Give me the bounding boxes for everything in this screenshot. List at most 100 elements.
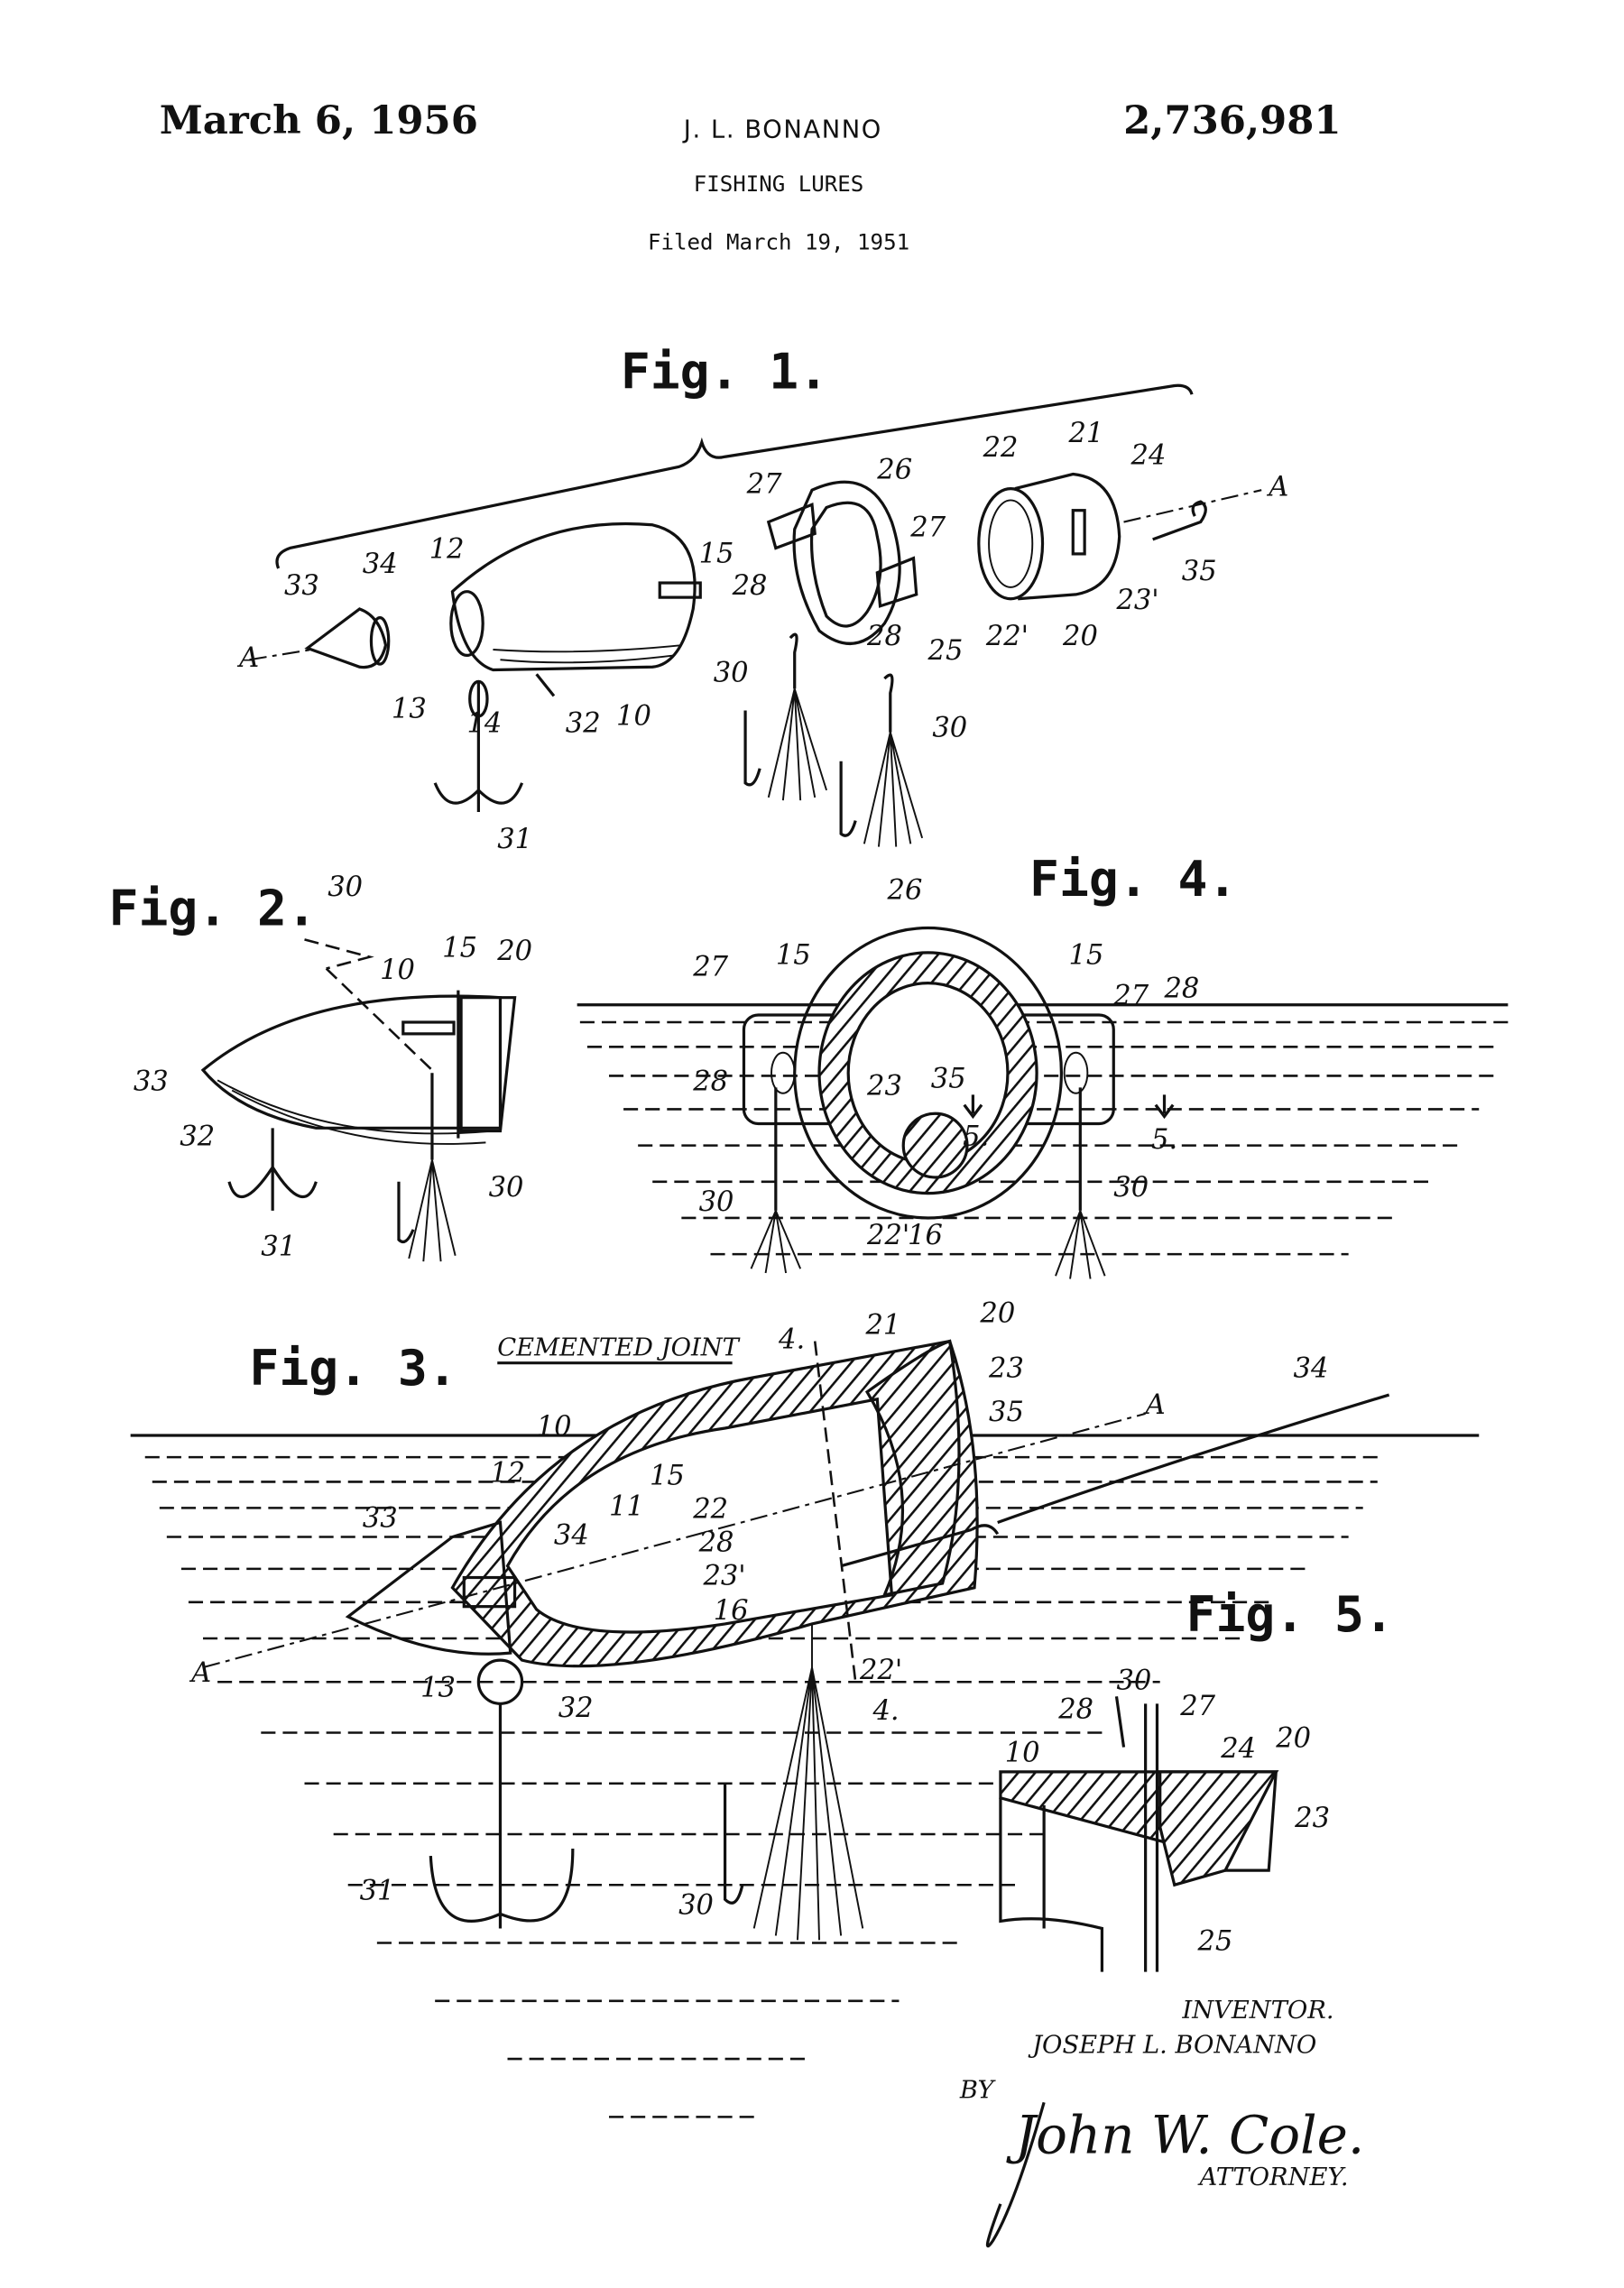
pin-32 — [535, 673, 556, 697]
fig1-reference-label: 14 — [467, 708, 503, 740]
fig3-reference-label: 34 — [554, 1520, 589, 1552]
section-line-4 — [813, 1341, 857, 1683]
fig5-reference-label: 27 — [1179, 1691, 1215, 1722]
fig3-reference-label: A — [189, 1657, 211, 1689]
axis-line-a — [202, 1412, 1146, 1669]
fig4-reference-label: 22' — [866, 1220, 909, 1251]
fishing-line-34 — [997, 1393, 1390, 1524]
water-lines — [577, 1003, 1509, 1256]
screw-eye-35 — [840, 1524, 1000, 1568]
attorney-signature: John W. Cole. — [1006, 2105, 1364, 2166]
fig3-reference-label: 31 — [360, 1875, 395, 1906]
fly-30-a — [743, 632, 798, 787]
section-arrow-5-right — [1154, 1094, 1175, 1120]
fig1-reference-label: 34 — [363, 549, 398, 580]
fig2-reference-label: 20 — [496, 936, 532, 967]
fly-tail-b — [863, 732, 924, 847]
fig2-reference-label: 30 — [489, 1172, 524, 1204]
nose-cone-33 — [304, 607, 388, 669]
treble-hook-31 — [429, 1703, 575, 1929]
fig1-reference-label: 12 — [429, 534, 465, 566]
eyelet-28-right — [1063, 1051, 1089, 1094]
fig3-reference-label: 21 — [864, 1310, 900, 1342]
fig4-reference-label: 35 — [931, 1063, 966, 1094]
inventor-name: JOSEPH L. BONANNO — [1028, 2032, 1316, 2060]
signature-flourish — [985, 2101, 1046, 2247]
fig3-reference-label: 16 — [714, 1595, 749, 1627]
fly-wire-30 — [1114, 1696, 1126, 1748]
fig1-reference-label: 28 — [866, 621, 902, 652]
fly-leaders-30 — [774, 1087, 1082, 1211]
tab-15 — [658, 581, 702, 599]
fly-tail — [408, 1159, 457, 1262]
fig1-reference-label: 22 — [983, 432, 1019, 464]
by-caption: BY — [959, 2076, 997, 2104]
fig3-reference-label: 20 — [979, 1298, 1015, 1330]
fig5-reference-label: 23 — [1294, 1803, 1330, 1834]
figure-5-title: Fig. 5. — [1186, 1585, 1394, 1643]
lure-body-10 — [450, 521, 697, 672]
fig2-reference-label: 10 — [380, 955, 415, 986]
fig3-reference-label: 34 — [1294, 1353, 1329, 1385]
fly-tail-30 — [752, 1623, 864, 1941]
eye-12 — [449, 590, 484, 658]
fig1-reference-label: 26 — [876, 454, 912, 485]
fig2-reference-label: 31 — [261, 1232, 296, 1263]
fig4-reference-label: 26 — [887, 874, 923, 906]
figure-3-title: Fig. 3. — [249, 1339, 457, 1397]
fly-30 — [397, 1073, 434, 1243]
fig4-reference-label: 30 — [1113, 1172, 1149, 1204]
fig3-reference-label: 12 — [490, 1457, 525, 1489]
fly-tails-30 — [750, 1210, 1106, 1279]
fig3-reference-label: 10 — [537, 1411, 572, 1443]
fig4-reference-label: 5. — [963, 1121, 989, 1153]
filed-date: Filed March 19, 1951 — [648, 229, 909, 254]
fig3-reference-label: 22 — [692, 1494, 728, 1526]
fig1-reference-label: A — [1266, 472, 1288, 503]
fig1-reference-label: 27 — [909, 512, 946, 544]
fig3-reference-label: 4. — [872, 1695, 899, 1727]
attorney-caption: ATTORNEY. — [1196, 2163, 1348, 2191]
figure-3-sectional-view: Fig. 3. CEMENTED JOINT — [130, 1298, 1480, 2118]
screw-eye-35-section — [901, 1112, 969, 1179]
fig1-reference-label: 27 — [746, 468, 782, 500]
fig5-reference-label: 20 — [1275, 1723, 1311, 1755]
fig1-reference-label: 21 — [1067, 418, 1103, 449]
fig1-reference-label: 30 — [932, 712, 967, 743]
fig4-reference-label: 28 — [1164, 973, 1200, 1005]
fig1-reference-label: 15 — [699, 539, 734, 570]
figure-1-title: Fig. 1. — [621, 343, 828, 401]
section-arrow-5-left — [963, 1094, 983, 1120]
fig3-reference-label: 32 — [558, 1693, 594, 1724]
fig3-reference-label: 28 — [698, 1527, 734, 1559]
screw-eye-35 — [1152, 500, 1207, 541]
figure-2-title: Fig. 2. — [109, 879, 317, 936]
fig1-reference-label: 13 — [392, 694, 427, 725]
fig5-reference-label: 28 — [1057, 1693, 1093, 1725]
lure-body-10 — [200, 994, 503, 1130]
patent-title: FISHING LURES — [694, 171, 864, 197]
treble-hook-31 — [433, 681, 524, 812]
signature-block: INVENTOR. JOSEPH L. BONANNO BY John W. C… — [959, 1997, 1364, 2247]
fig3-reference-label: 13 — [420, 1672, 456, 1703]
fig4-reference-label: 15 — [1068, 940, 1103, 972]
collar-20-section — [1158, 1770, 1278, 1887]
hook-eye — [468, 679, 489, 718]
fig1-reference-label: 33 — [284, 570, 319, 602]
fig2-reference-label: 32 — [180, 1121, 215, 1153]
patent-number: 2,736,981 — [1123, 97, 1341, 143]
fly-30-raised-position — [304, 938, 437, 1075]
plug-34 — [462, 1575, 517, 1609]
fig2-reference-label: 30 — [328, 872, 363, 903]
fig4-reference-label: 5. — [1151, 1124, 1177, 1156]
cemented-joint-caption: CEMENTED JOINT — [497, 1334, 740, 1362]
body-contour — [217, 1079, 494, 1145]
fig3-reference-label: 4. — [778, 1324, 805, 1356]
fig1-reference-label: 30 — [714, 657, 749, 688]
